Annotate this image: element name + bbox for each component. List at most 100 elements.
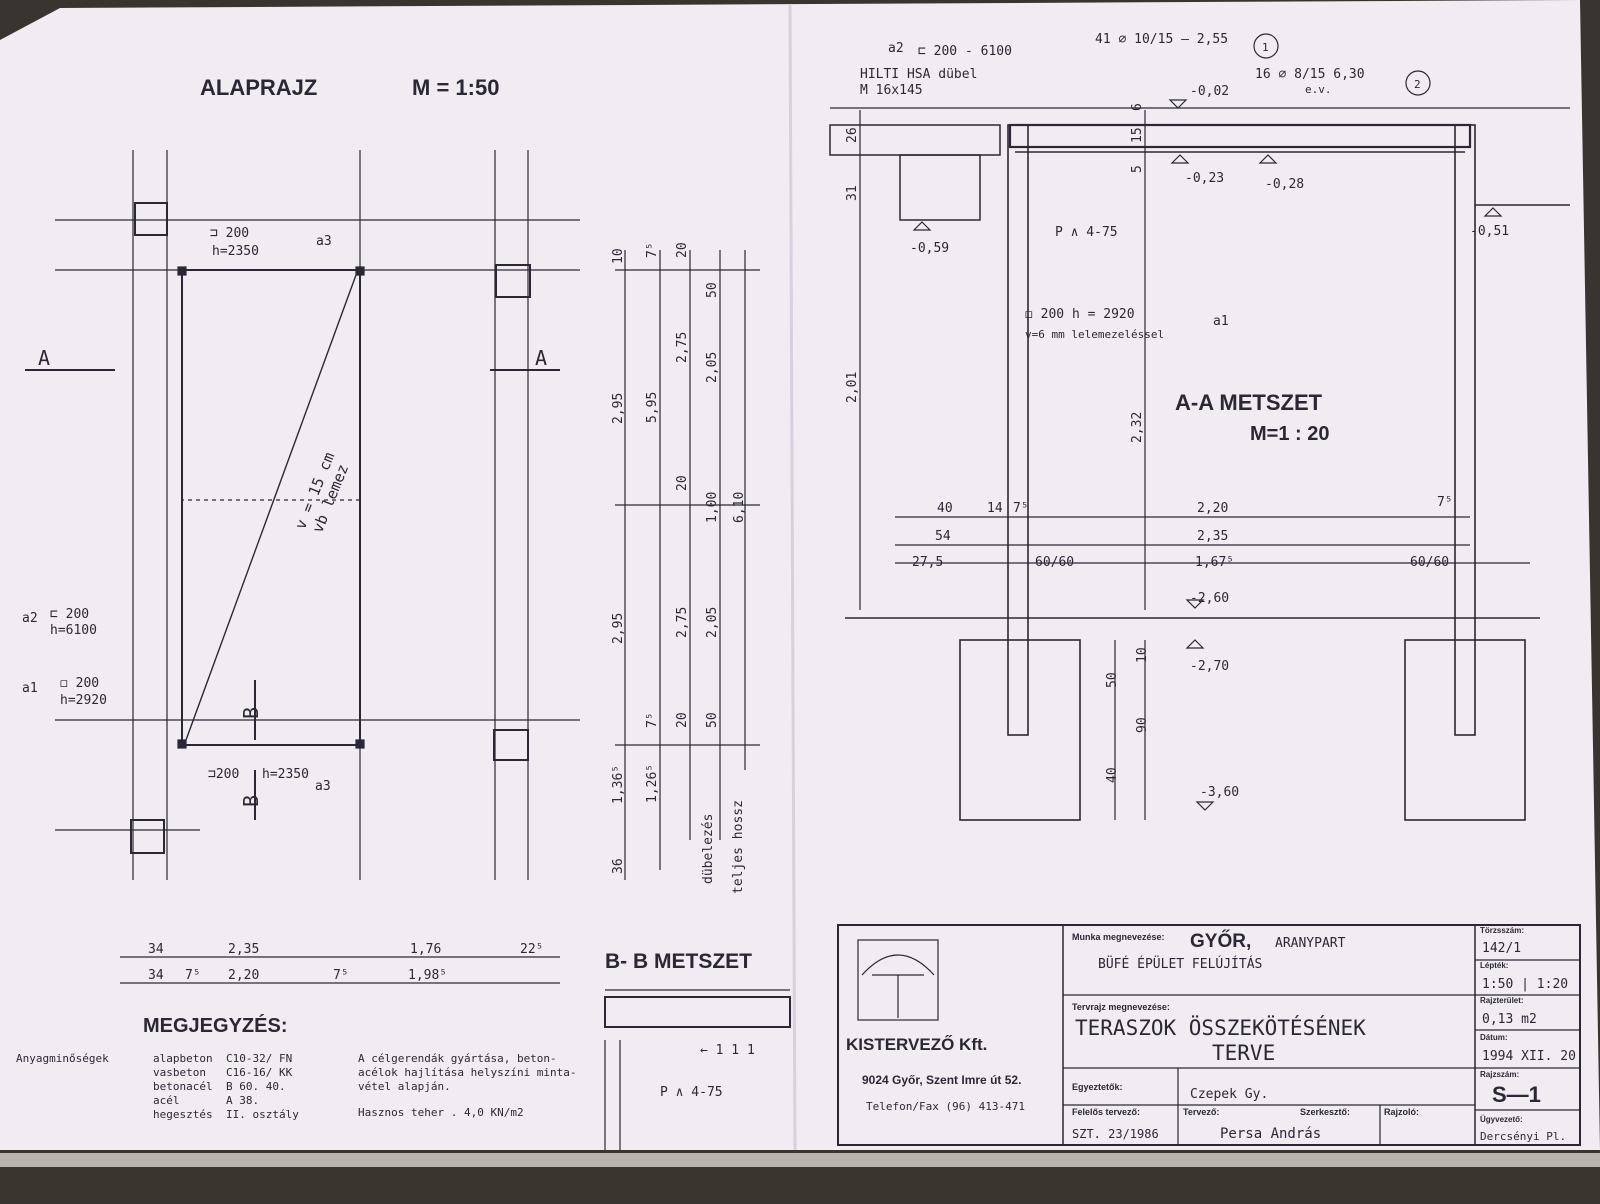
paper-sheet: [0, 0, 1600, 1150]
svg-text:vasbeton: vasbeton: [153, 1066, 206, 1079]
date-value: 1994 XII. 20: [1482, 1049, 1576, 1064]
svg-text:Rajzoló:: Rajzoló:: [1384, 1107, 1419, 1117]
svg-text:Rajzszám:: Rajzszám:: [1480, 1070, 1519, 1079]
level-found-bottom: -3,60: [1200, 785, 1239, 800]
column-profile: ◻ 200 h = 2920: [1025, 307, 1135, 322]
svg-text:1,00: 1,00: [705, 492, 720, 523]
level-top: -0,02: [1190, 84, 1229, 99]
dubelezes-label: dübelezés: [701, 814, 716, 884]
title-block-text: KISTERVEZŐ Kft. 9024 Győr, Szent Imre út…: [846, 926, 1576, 1143]
area-value: 0,13 m2: [1482, 1012, 1537, 1027]
designer-value: Persa András: [1220, 1126, 1321, 1142]
svg-text:Munka megnevezése:: Munka megnevezése:: [1072, 932, 1165, 942]
svg-text:20: 20: [675, 475, 690, 491]
svg-text:C16-16/ KK: C16-16/ KK: [226, 1066, 293, 1079]
svg-text:2,95: 2,95: [611, 393, 626, 424]
svg-text:betonacél: betonacél: [153, 1080, 213, 1093]
clerk-value: Dercsényi Pl.: [1480, 1130, 1566, 1143]
svg-text:54: 54: [935, 529, 951, 544]
paper-fold: [788, 4, 797, 1151]
beam-a2-h: h=6100: [50, 623, 97, 638]
svg-text:40: 40: [937, 501, 953, 516]
svg-text:20: 20: [675, 712, 690, 728]
beam-a3-top-profile: ⊐ 200: [210, 226, 249, 241]
company-address: 9024 Győr, Szent Imre út 52.: [862, 1073, 1021, 1087]
section-bb-title: B- B METSZET: [605, 950, 752, 973]
column-square: [493, 729, 529, 761]
svg-text:Törzsszám:: Törzsszám:: [1480, 926, 1524, 935]
plan-view: ALAPRAJZ M = 1:50 A A B B ⊐ 200 h=2350 a…: [22, 75, 747, 983]
beam-a1-h: h=2920: [60, 693, 107, 708]
svg-text:acél: acél: [153, 1094, 180, 1107]
weld-note-bb: P ∧ 4-75: [660, 1085, 723, 1100]
rebar-2: 16 ∅ 8/15 6,30: [1255, 67, 1365, 82]
agreement-value: Czepek Gy.: [1190, 1087, 1268, 1102]
svg-text:2,95: 2,95: [611, 613, 626, 644]
svg-text:50: 50: [705, 282, 720, 298]
terrace-outline: [181, 269, 361, 746]
rebar-2-sub: e.v.: [1305, 83, 1332, 96]
level-ground: -2,60: [1190, 591, 1229, 606]
plan-title: ALAPRAJZ: [200, 75, 317, 100]
scale-value: 1:50 | 1:20: [1482, 977, 1568, 992]
svg-text:7⁵: 7⁵: [185, 968, 201, 983]
svg-text:6,10: 6,10: [732, 492, 747, 523]
svg-text:2,01: 2,01: [845, 372, 860, 403]
svg-text:10: 10: [1135, 647, 1150, 663]
svg-text:20: 20: [675, 242, 690, 258]
work-desc: BÜFÉ ÉPÜLET FELÚJÍTÁS: [1098, 955, 1262, 972]
plan-bottom-dims: 34 2,35 1,76 22⁵ 34 7⁵ 2,20 7⁵ 1,98⁵: [148, 942, 543, 983]
svg-text:Egyeztetők:: Egyeztetők:: [1072, 1082, 1123, 1092]
column-label: a1: [1213, 314, 1229, 329]
section-mark-b-top: B: [239, 707, 263, 719]
svg-text:2,20: 2,20: [1197, 501, 1228, 516]
svg-text:II. osztály: II. osztály: [226, 1108, 299, 1121]
svg-text:Tervrajz megnevezése:: Tervrajz megnevezése:: [1072, 1002, 1170, 1012]
beam-a1-label: a1: [22, 681, 38, 696]
svg-text:alapbeton: alapbeton: [153, 1052, 213, 1065]
svg-text:6: 6: [1130, 103, 1145, 111]
company-name: KISTERVEZŐ Kft.: [846, 1035, 987, 1054]
svg-text:34: 34: [148, 968, 164, 983]
svg-text:15: 15: [1130, 127, 1145, 143]
level-left: -0,59: [910, 241, 949, 256]
svg-text:acélok hajlítása helyszíni min: acélok hajlítása helyszíni minta-: [358, 1066, 577, 1079]
svg-text:hegesztés: hegesztés: [153, 1108, 213, 1121]
svg-text:40: 40: [1105, 767, 1120, 783]
notes-title: MEGJEGYZÉS:: [143, 1014, 287, 1037]
svg-text:27,5: 27,5: [912, 555, 943, 570]
svg-text:Ügyvezető:: Ügyvezető:: [1480, 1115, 1523, 1124]
reg-value: 142/1: [1482, 941, 1521, 956]
svg-text:2,05: 2,05: [705, 352, 720, 383]
svg-text:2,05: 2,05: [705, 607, 720, 638]
level-found-top: -2,70: [1190, 659, 1229, 674]
svg-text:34: 34: [148, 942, 164, 957]
beam-a3-bottom-h: h=2350: [262, 767, 309, 782]
beam-a3-bottom-label: a3: [315, 779, 331, 794]
svg-text:5,95: 5,95: [645, 392, 660, 423]
svg-text:2,35: 2,35: [228, 942, 259, 957]
column-square: [495, 264, 531, 298]
ruler: [0, 1153, 1600, 1167]
bb-rebar-marks: ← 1 1 1: [700, 1043, 755, 1058]
drawing-name-line2: TERVE: [1212, 1041, 1275, 1065]
column-right: [1454, 124, 1476, 736]
svg-text:Dátum:: Dátum:: [1480, 1033, 1508, 1042]
svg-text:2,75: 2,75: [675, 607, 690, 638]
svg-text:7⁵: 7⁵: [333, 968, 349, 983]
aa-beam-a2-profile: ⊏ 200 - 6100: [918, 44, 1012, 59]
beam-a3-top-h: h=2350: [212, 244, 259, 259]
beam-a1-profile: ◻ 200: [60, 676, 99, 691]
beam-a3-top-label: a3: [316, 234, 332, 249]
materials-header: Anyagminőségek: [16, 1052, 109, 1065]
company-logo: [857, 939, 939, 1021]
plan-scale: M = 1:50: [412, 75, 499, 100]
column-square: [130, 819, 165, 854]
hilti-line1: HILTI HSA dübel: [860, 67, 977, 82]
svg-text:Tervező:: Tervező:: [1183, 1107, 1219, 1117]
work-city: GYŐR,: [1190, 930, 1251, 952]
company-phone: Telefon/Fax (96) 413-471: [866, 1100, 1025, 1113]
teljes-hossz-label: teljes hossz: [731, 800, 746, 894]
responsible-value: SZT. 23/1986: [1072, 1127, 1159, 1141]
hilti-line2: M 16x145: [860, 83, 923, 98]
